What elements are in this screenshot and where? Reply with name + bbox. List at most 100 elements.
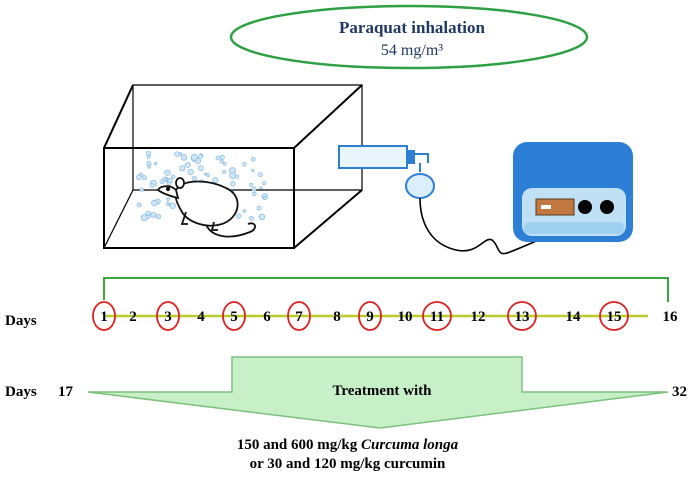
day-label-6: 6 bbox=[263, 309, 271, 325]
day-circle-13 bbox=[507, 301, 537, 331]
day-label-15: 15 bbox=[607, 309, 622, 325]
aerosol-particle bbox=[222, 169, 226, 174]
day-label-13: 13 bbox=[515, 309, 530, 325]
nebulizer-chamber bbox=[338, 145, 408, 169]
aerosol-particle bbox=[204, 172, 208, 176]
inhalation-dose: 54 mg/m³ bbox=[381, 42, 443, 59]
aerosol-particle bbox=[190, 153, 198, 161]
day-label-12: 12 bbox=[471, 309, 486, 325]
aerosol-particle bbox=[147, 164, 151, 169]
day-label-7: 7 bbox=[295, 309, 303, 325]
day-circle-3 bbox=[156, 301, 180, 331]
aerosol-particle bbox=[251, 169, 255, 173]
day-circle-5 bbox=[222, 301, 246, 331]
aerosol-particle bbox=[219, 159, 224, 164]
aerosol-particle bbox=[259, 186, 263, 190]
day-label-4: 4 bbox=[197, 309, 205, 325]
aerosol-particle bbox=[256, 205, 262, 211]
aerosol-particle bbox=[150, 212, 157, 218]
aerosol-particle bbox=[165, 201, 170, 206]
aerosol-particle bbox=[164, 169, 171, 176]
aerosol-particle bbox=[249, 182, 254, 187]
inhalation-callout: Paraquat inhalation 54 mg/m³ bbox=[229, 4, 589, 70]
treatment-dose-line-1: 150 and 600 mg/kg Curcuma longa bbox=[236, 437, 459, 453]
aerosol-particle bbox=[187, 168, 194, 175]
exposure-days-label: Days bbox=[5, 313, 37, 329]
aerosol-particle bbox=[155, 213, 162, 220]
aerosol-particle bbox=[212, 177, 219, 184]
day-circle-11 bbox=[422, 301, 452, 331]
treatment-arrow bbox=[87, 356, 669, 429]
aerosol-particle bbox=[242, 162, 247, 167]
aerosol-particle bbox=[179, 165, 186, 172]
aerosol-particle bbox=[165, 177, 169, 181]
aerosol-particle bbox=[149, 183, 155, 188]
exposure-bracket bbox=[103, 277, 669, 302]
aerosol-particle bbox=[171, 174, 176, 179]
day-label-9: 9 bbox=[366, 309, 374, 325]
aerosol-particle bbox=[198, 165, 204, 171]
aerosol-particle bbox=[151, 199, 158, 207]
compressor-label-plate bbox=[535, 198, 575, 216]
aerosol-particle bbox=[169, 202, 176, 209]
day-label-1: 1 bbox=[100, 309, 108, 325]
aerosol-particle bbox=[236, 213, 242, 219]
aerosol-particle bbox=[242, 209, 247, 213]
day-circle-7 bbox=[287, 301, 311, 331]
aerosol-particle bbox=[258, 213, 266, 221]
compressor-knob-left bbox=[578, 200, 592, 214]
aerosol-particle bbox=[174, 151, 180, 157]
aerosol-particle bbox=[249, 216, 254, 221]
aerosol-particle bbox=[185, 162, 191, 168]
day-label-10: 10 bbox=[398, 309, 413, 325]
day-label-5: 5 bbox=[230, 309, 238, 325]
day-label-11: 11 bbox=[430, 309, 444, 325]
aerosol-particle bbox=[146, 154, 151, 159]
aerosol-particle bbox=[139, 187, 144, 192]
aerosol-particle bbox=[167, 177, 173, 183]
inhalation-ellipse bbox=[229, 4, 589, 70]
aerosol-particle bbox=[178, 152, 182, 156]
aerosol-particle bbox=[154, 162, 158, 166]
aerosol-particle bbox=[215, 155, 221, 161]
aerosol-particle bbox=[222, 161, 227, 166]
day-circle-15 bbox=[599, 301, 629, 331]
day-label-16: 16 bbox=[663, 309, 679, 325]
aerosol-particle bbox=[136, 174, 142, 180]
day-label-3: 3 bbox=[164, 309, 172, 325]
compressor-knob-right bbox=[600, 200, 614, 214]
treatment-start-day: 17 bbox=[58, 384, 74, 400]
exposure-chamber bbox=[103, 84, 363, 249]
aerosol-particle bbox=[262, 196, 267, 200]
aerosol-particle bbox=[262, 181, 267, 186]
aerosol-particle bbox=[180, 154, 188, 161]
compressor-device bbox=[513, 142, 633, 242]
day-circle-1 bbox=[92, 301, 116, 331]
treatment-arrow-text: Treatment with bbox=[332, 383, 432, 399]
day-label-14: 14 bbox=[566, 309, 582, 325]
day-circle-9 bbox=[358, 301, 382, 331]
aerosol-particle bbox=[251, 191, 257, 197]
aerosol-particle bbox=[198, 154, 203, 159]
aerosol-particle bbox=[251, 186, 257, 192]
aerosol-particle bbox=[191, 175, 197, 181]
aerosol-particle bbox=[257, 172, 263, 178]
aerosol-particle bbox=[166, 197, 170, 201]
aerosol-particle bbox=[219, 154, 225, 160]
aerosol-particle bbox=[142, 175, 147, 181]
day-label-2: 2 bbox=[129, 309, 137, 325]
aerosol-particle bbox=[250, 157, 256, 162]
aerosol-particle bbox=[229, 172, 236, 179]
treatment-days-label: Days bbox=[5, 384, 37, 400]
treatment-end-day: 32 bbox=[672, 384, 687, 400]
nebulizer-reservoir bbox=[405, 173, 435, 199]
aerosol-particle bbox=[146, 214, 151, 219]
aerosol-particle bbox=[136, 202, 142, 208]
aerosol-particle bbox=[230, 181, 236, 187]
treatment-dose-line-2: or 30 and 120 mg/kg curcumin bbox=[249, 456, 446, 472]
inhalation-title: Paraquat inhalation bbox=[339, 18, 485, 37]
day-label-8: 8 bbox=[333, 309, 341, 325]
rat-icon bbox=[156, 177, 256, 238]
